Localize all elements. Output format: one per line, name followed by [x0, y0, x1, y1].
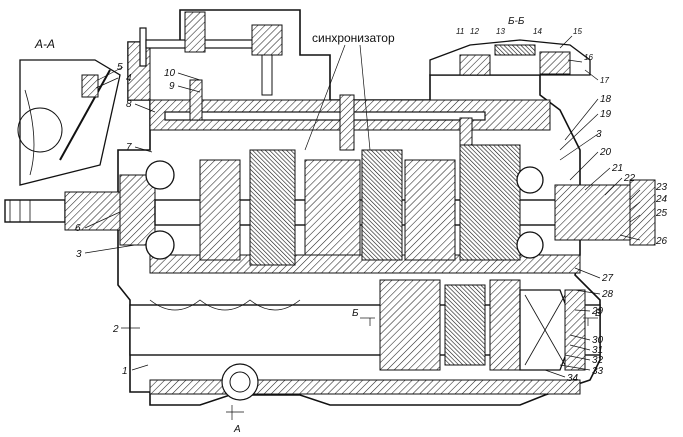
callout-6: 6: [75, 223, 81, 234]
callout-27: 27: [601, 273, 614, 284]
callout-12: 12: [470, 27, 479, 36]
callout-23: 23: [655, 182, 668, 193]
callout-3-right: 3: [596, 129, 602, 140]
leader-lines: [84, 35, 641, 378]
callout-5: 5: [117, 62, 123, 73]
callout-16: 16: [584, 53, 593, 62]
callout-24: 24: [655, 194, 668, 205]
section-aa-label: А-А: [34, 37, 55, 51]
callout-9: 9: [169, 81, 175, 92]
section-bb-inset: Б-Б: [429, 16, 591, 76]
callout-11: 11: [456, 27, 464, 36]
callout-4: 4: [126, 73, 132, 84]
callout-3-left: 3: [76, 249, 82, 260]
callout-30: 30: [592, 335, 604, 346]
callout-20: 20: [599, 147, 612, 158]
callout-22: 22: [623, 173, 636, 184]
callout-21: 21: [611, 163, 623, 174]
callout-7: 7: [126, 142, 132, 153]
callout-25: 25: [655, 208, 668, 219]
callout-8: 8: [126, 99, 132, 110]
callout-33: 33: [592, 366, 604, 377]
callout-10: 10: [164, 68, 176, 79]
countershaft: [129, 279, 601, 401]
callout-28: 28: [601, 289, 614, 300]
section-cut-markers: Б Б А: [226, 308, 602, 435]
callout-31: 31: [592, 345, 603, 356]
callout-numbers: 1 2 3 3 4 5 6 7 8 9 10 11 12 13 14 15 16…: [75, 27, 668, 384]
cut-a-bottom: А: [233, 424, 241, 435]
callout-26: 26: [655, 236, 668, 247]
callout-29: 29: [591, 306, 604, 317]
section-aa-inset: А-А: [17, 37, 121, 186]
callout-34: 34: [567, 373, 579, 384]
callout-15: 15: [573, 27, 582, 36]
cut-b-right: Б: [595, 308, 602, 319]
callout-2: 2: [112, 324, 119, 335]
callout-1: 1: [122, 366, 128, 377]
callout-14: 14: [533, 27, 542, 36]
main-shaft: [154, 144, 656, 266]
input-shaft: [4, 160, 175, 260]
synchronizer-annotation: синхронизатор: [304, 31, 395, 151]
callout-13: 13: [496, 27, 505, 36]
section-bb-label: Б-Б: [508, 16, 525, 27]
callout-19: 19: [600, 109, 612, 120]
callout-17: 17: [600, 76, 609, 85]
callout-18: 18: [600, 94, 612, 105]
cut-b-left: Б: [352, 308, 359, 319]
callout-32: 32: [592, 355, 604, 366]
synchronizer-label: синхронизатор: [312, 31, 395, 45]
